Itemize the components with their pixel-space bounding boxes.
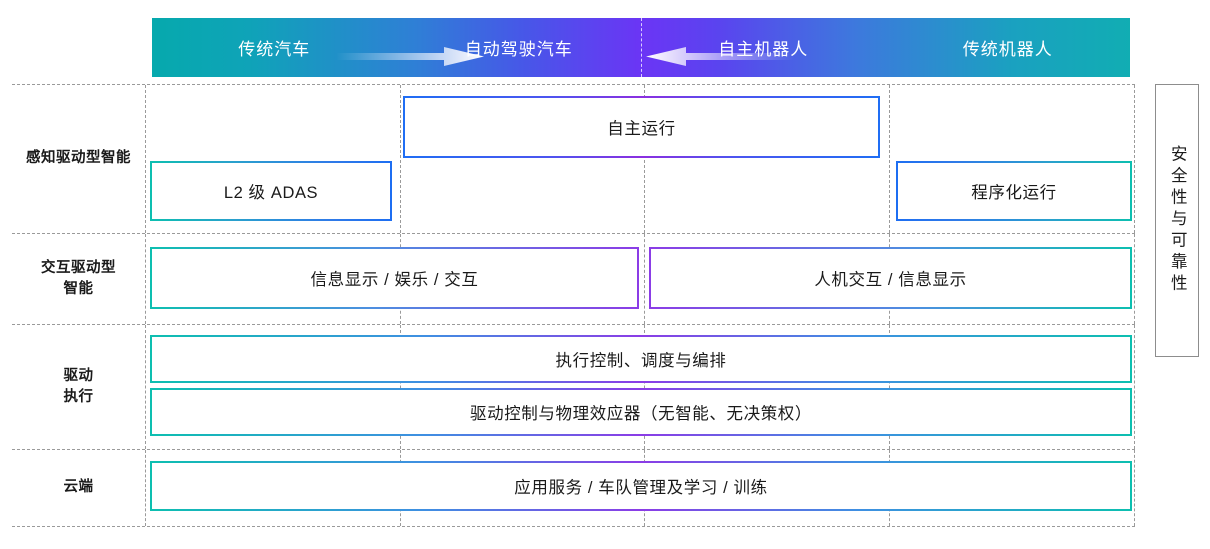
banner-segment-label: 传统机器人 bbox=[962, 40, 1053, 59]
card-execution-control[interactable]: 执行控制、调度与编排 bbox=[150, 335, 1132, 383]
column-divider bbox=[400, 85, 401, 233]
row-body-cloud: 应用服务 / 车队管理及学习 / 训练 bbox=[145, 450, 1135, 526]
row-label-cloud: 云端 bbox=[63, 479, 94, 496]
column-divider bbox=[889, 85, 890, 233]
arrow-right-icon bbox=[336, 47, 484, 66]
safety-reliability-panel: 安全性与可靠性 bbox=[1155, 84, 1199, 357]
card-label: 应用服务 / 车队管理及学习 / 训练 bbox=[152, 463, 1130, 509]
card-label: 人机交互 / 信息显示 bbox=[651, 249, 1130, 307]
banner-segment-autonomous-car: 自动驾驶汽车 bbox=[397, 18, 642, 77]
card-l2-adas[interactable]: L2 级 ADAS bbox=[150, 161, 392, 221]
row-label-execution: 驱动执行 bbox=[12, 325, 145, 449]
row-label-line-1: 驱动执行 bbox=[63, 367, 94, 405]
card-cloud-services[interactable]: 应用服务 / 车队管理及学习 / 训练 bbox=[150, 461, 1132, 511]
row-label-interaction: 交互驱动型智能 bbox=[12, 234, 145, 324]
column-divider bbox=[644, 85, 645, 233]
matrix-row-perception: 感知驱动型智能 自主运行 L2 级 ADAS 程序化运行 bbox=[12, 84, 1135, 234]
arrow-left-icon bbox=[646, 47, 794, 66]
banner-segment-traditional-car: 传统汽车 bbox=[152, 18, 397, 77]
column-divider bbox=[889, 325, 890, 449]
card-label: L2 级 ADAS bbox=[152, 163, 390, 219]
matrix-row-execution: 驱动执行 执行控制、调度与编排 驱动控制与物理效应器（无智能、无决策权） bbox=[12, 325, 1135, 450]
column-divider bbox=[644, 234, 645, 324]
card-actuation-physical[interactable]: 驱动控制与物理效应器（无智能、无决策权） bbox=[150, 388, 1132, 436]
row-body-interaction: 信息显示 / 娱乐 / 交互 人机交互 / 信息显示 bbox=[145, 234, 1135, 324]
row-body-execution: 执行控制、调度与编排 驱动控制与物理效应器（无智能、无决策权） bbox=[145, 325, 1135, 449]
card-label: 驱动控制与物理效应器（无智能、无决策权） bbox=[152, 390, 1130, 434]
card-autonomous-operation[interactable]: 自主运行 bbox=[403, 96, 880, 158]
card-label: 信息显示 / 娱乐 / 交互 bbox=[152, 249, 637, 307]
card-infotainment[interactable]: 信息显示 / 娱乐 / 交互 bbox=[150, 247, 639, 309]
column-divider bbox=[400, 325, 401, 449]
banner-segment-label: 自动驾驶汽车 bbox=[464, 40, 573, 59]
spectrum-banner: 传统汽车 自动驾驶汽车 自主机器人 传统机器人 bbox=[152, 18, 1130, 77]
capability-matrix: 感知驱动型智能 自主运行 L2 级 ADAS 程序化运行 交互驱动型智能 bbox=[12, 84, 1135, 527]
card-programmed-operation[interactable]: 程序化运行 bbox=[896, 161, 1132, 221]
card-label: 程序化运行 bbox=[898, 163, 1130, 219]
matrix-row-cloud: 云端 应用服务 / 车队管理及学习 / 训练 bbox=[12, 450, 1135, 527]
column-divider bbox=[644, 325, 645, 449]
card-label: 执行控制、调度与编排 bbox=[152, 337, 1130, 381]
safety-reliability-label: 安全性与可靠性 bbox=[1168, 145, 1187, 296]
banner-segment-label: 传统汽车 bbox=[238, 40, 311, 59]
banner-segment-traditional-robot: 传统机器人 bbox=[886, 18, 1131, 77]
row-body-perception: 自主运行 L2 级 ADAS 程序化运行 bbox=[145, 85, 1135, 233]
row-label-perception: 感知驱动型智能 bbox=[26, 150, 131, 167]
matrix-row-interaction: 交互驱动型智能 信息显示 / 娱乐 / 交互 人机交互 / 信息显示 bbox=[12, 234, 1135, 325]
card-label: 自主运行 bbox=[405, 98, 878, 156]
row-label-line-1: 交互驱动型智能 bbox=[41, 259, 116, 297]
card-hmi[interactable]: 人机交互 / 信息显示 bbox=[649, 247, 1132, 309]
banner-center-divider bbox=[641, 18, 642, 77]
